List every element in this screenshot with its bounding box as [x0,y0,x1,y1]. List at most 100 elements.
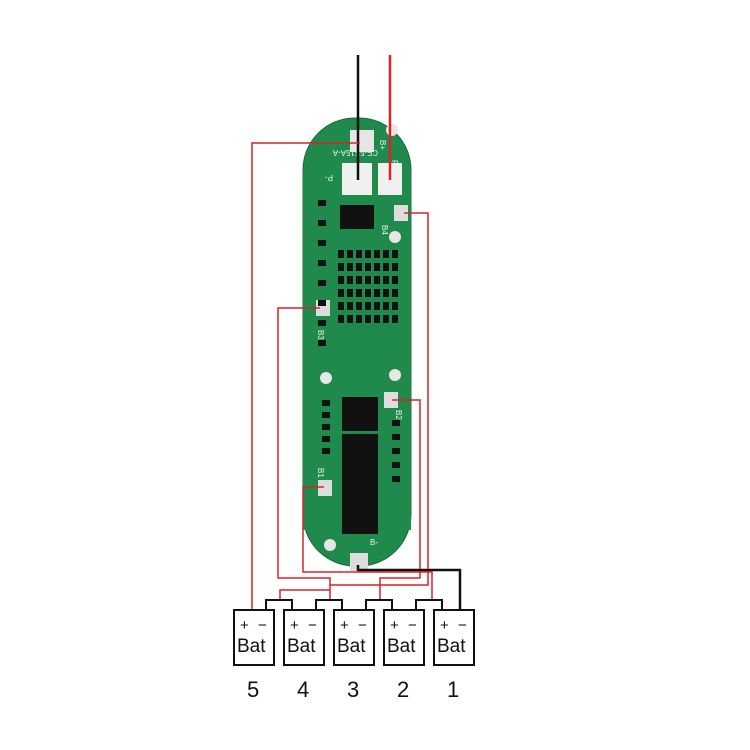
minus-terminal-label: − [458,617,467,634]
pad-b2 [384,392,398,408]
label-p-plus: P+ [390,160,399,170]
pad-b-minus [350,553,368,571]
b-minus-wire-black [356,565,462,612]
battery-cell [433,609,475,666]
smd-component [347,315,353,323]
smd-component [338,289,344,297]
smd-component [392,302,398,310]
series-link-wire [265,599,293,610]
smd-component [322,424,330,430]
smd-component [365,250,371,258]
smd-component [392,434,400,440]
smd-component [383,263,389,271]
smd-component [392,420,400,426]
smd-component [392,263,398,271]
label-b-plus: B+ [378,140,387,150]
plus-terminal-label: + [440,617,449,634]
smd-component [318,280,326,286]
smd-component [365,289,371,297]
wire-b3 [277,307,331,585]
battery-label: Bat [287,636,316,657]
smd-component [322,436,330,442]
smd-component [365,302,371,310]
smd-component [374,276,380,284]
smd-component [356,276,362,284]
battery-label: Bat [337,636,366,657]
minus-terminal-label: − [408,617,417,634]
smd-component [392,250,398,258]
battery-label: Bat [437,636,466,657]
smd-component [383,276,389,284]
smd-component [374,250,380,258]
battery-label: Bat [387,636,416,657]
smd-component [338,302,344,310]
smd-component [365,276,371,284]
smd-component [392,462,400,468]
smd-component [374,263,380,271]
label-b2: B2 [394,410,403,420]
smd-component [392,448,400,454]
smd-component [383,302,389,310]
smd-component [318,260,326,266]
power-mosfet [342,467,378,501]
smd-component [347,289,353,297]
smd-component [383,289,389,297]
balance-wires [251,142,433,612]
battery-label: Bat [237,636,266,657]
minus-terminal-label: − [308,617,317,634]
smd-component [392,289,398,297]
smd-component [365,315,371,323]
power-mosfet [342,397,378,431]
bms-board: CF-5S15A-A B+ P- P+ B4 B3 B2 B1 B- [302,117,412,571]
smd-component [318,240,326,246]
minus-terminal-label: − [358,617,367,634]
smd-component [374,302,380,310]
smd-component [338,315,344,323]
pad-b-plus [350,130,374,152]
label-b1: B1 [316,468,325,478]
smd-components [318,200,400,482]
smd-component [356,250,362,258]
smd-component [338,263,344,271]
smd-component [356,289,362,297]
smd-component [383,250,389,258]
plus-terminal-label: + [290,617,299,634]
smd-component [318,300,326,306]
plus-terminal-label: + [340,617,349,634]
pad-b1 [318,480,332,496]
smd-component [383,315,389,323]
smd-component [365,263,371,271]
pad-b4 [394,205,408,221]
battery-cell [383,609,425,666]
smd-component [322,448,330,454]
smd-component [347,276,353,284]
minus-terminal-label: − [258,617,267,634]
board-model: CF-5S15A-A [332,148,378,157]
battery-5: +− Bat 5 [233,609,275,702]
smd-component [347,263,353,271]
smd-component [392,476,400,482]
power-mosfet [342,500,378,534]
series-link-wire [365,599,393,610]
series-link-wire [415,599,443,610]
smd-component [347,250,353,258]
battery-number: 3 [347,677,359,702]
battery-number: 2 [397,677,409,702]
label-p-minus: P- [325,173,333,182]
wire-b4-tap [279,589,330,600]
smd-component [338,250,344,258]
plus-terminal-label: + [240,617,249,634]
battery-number: 5 [247,677,259,702]
smd-component [392,276,398,284]
power-mosfet [342,434,378,468]
smd-component [347,302,353,310]
smd-component [356,315,362,323]
smd-component [374,289,380,297]
battery-cell [233,609,275,666]
plus-terminal-label: + [390,617,399,634]
smd-component [318,340,326,346]
